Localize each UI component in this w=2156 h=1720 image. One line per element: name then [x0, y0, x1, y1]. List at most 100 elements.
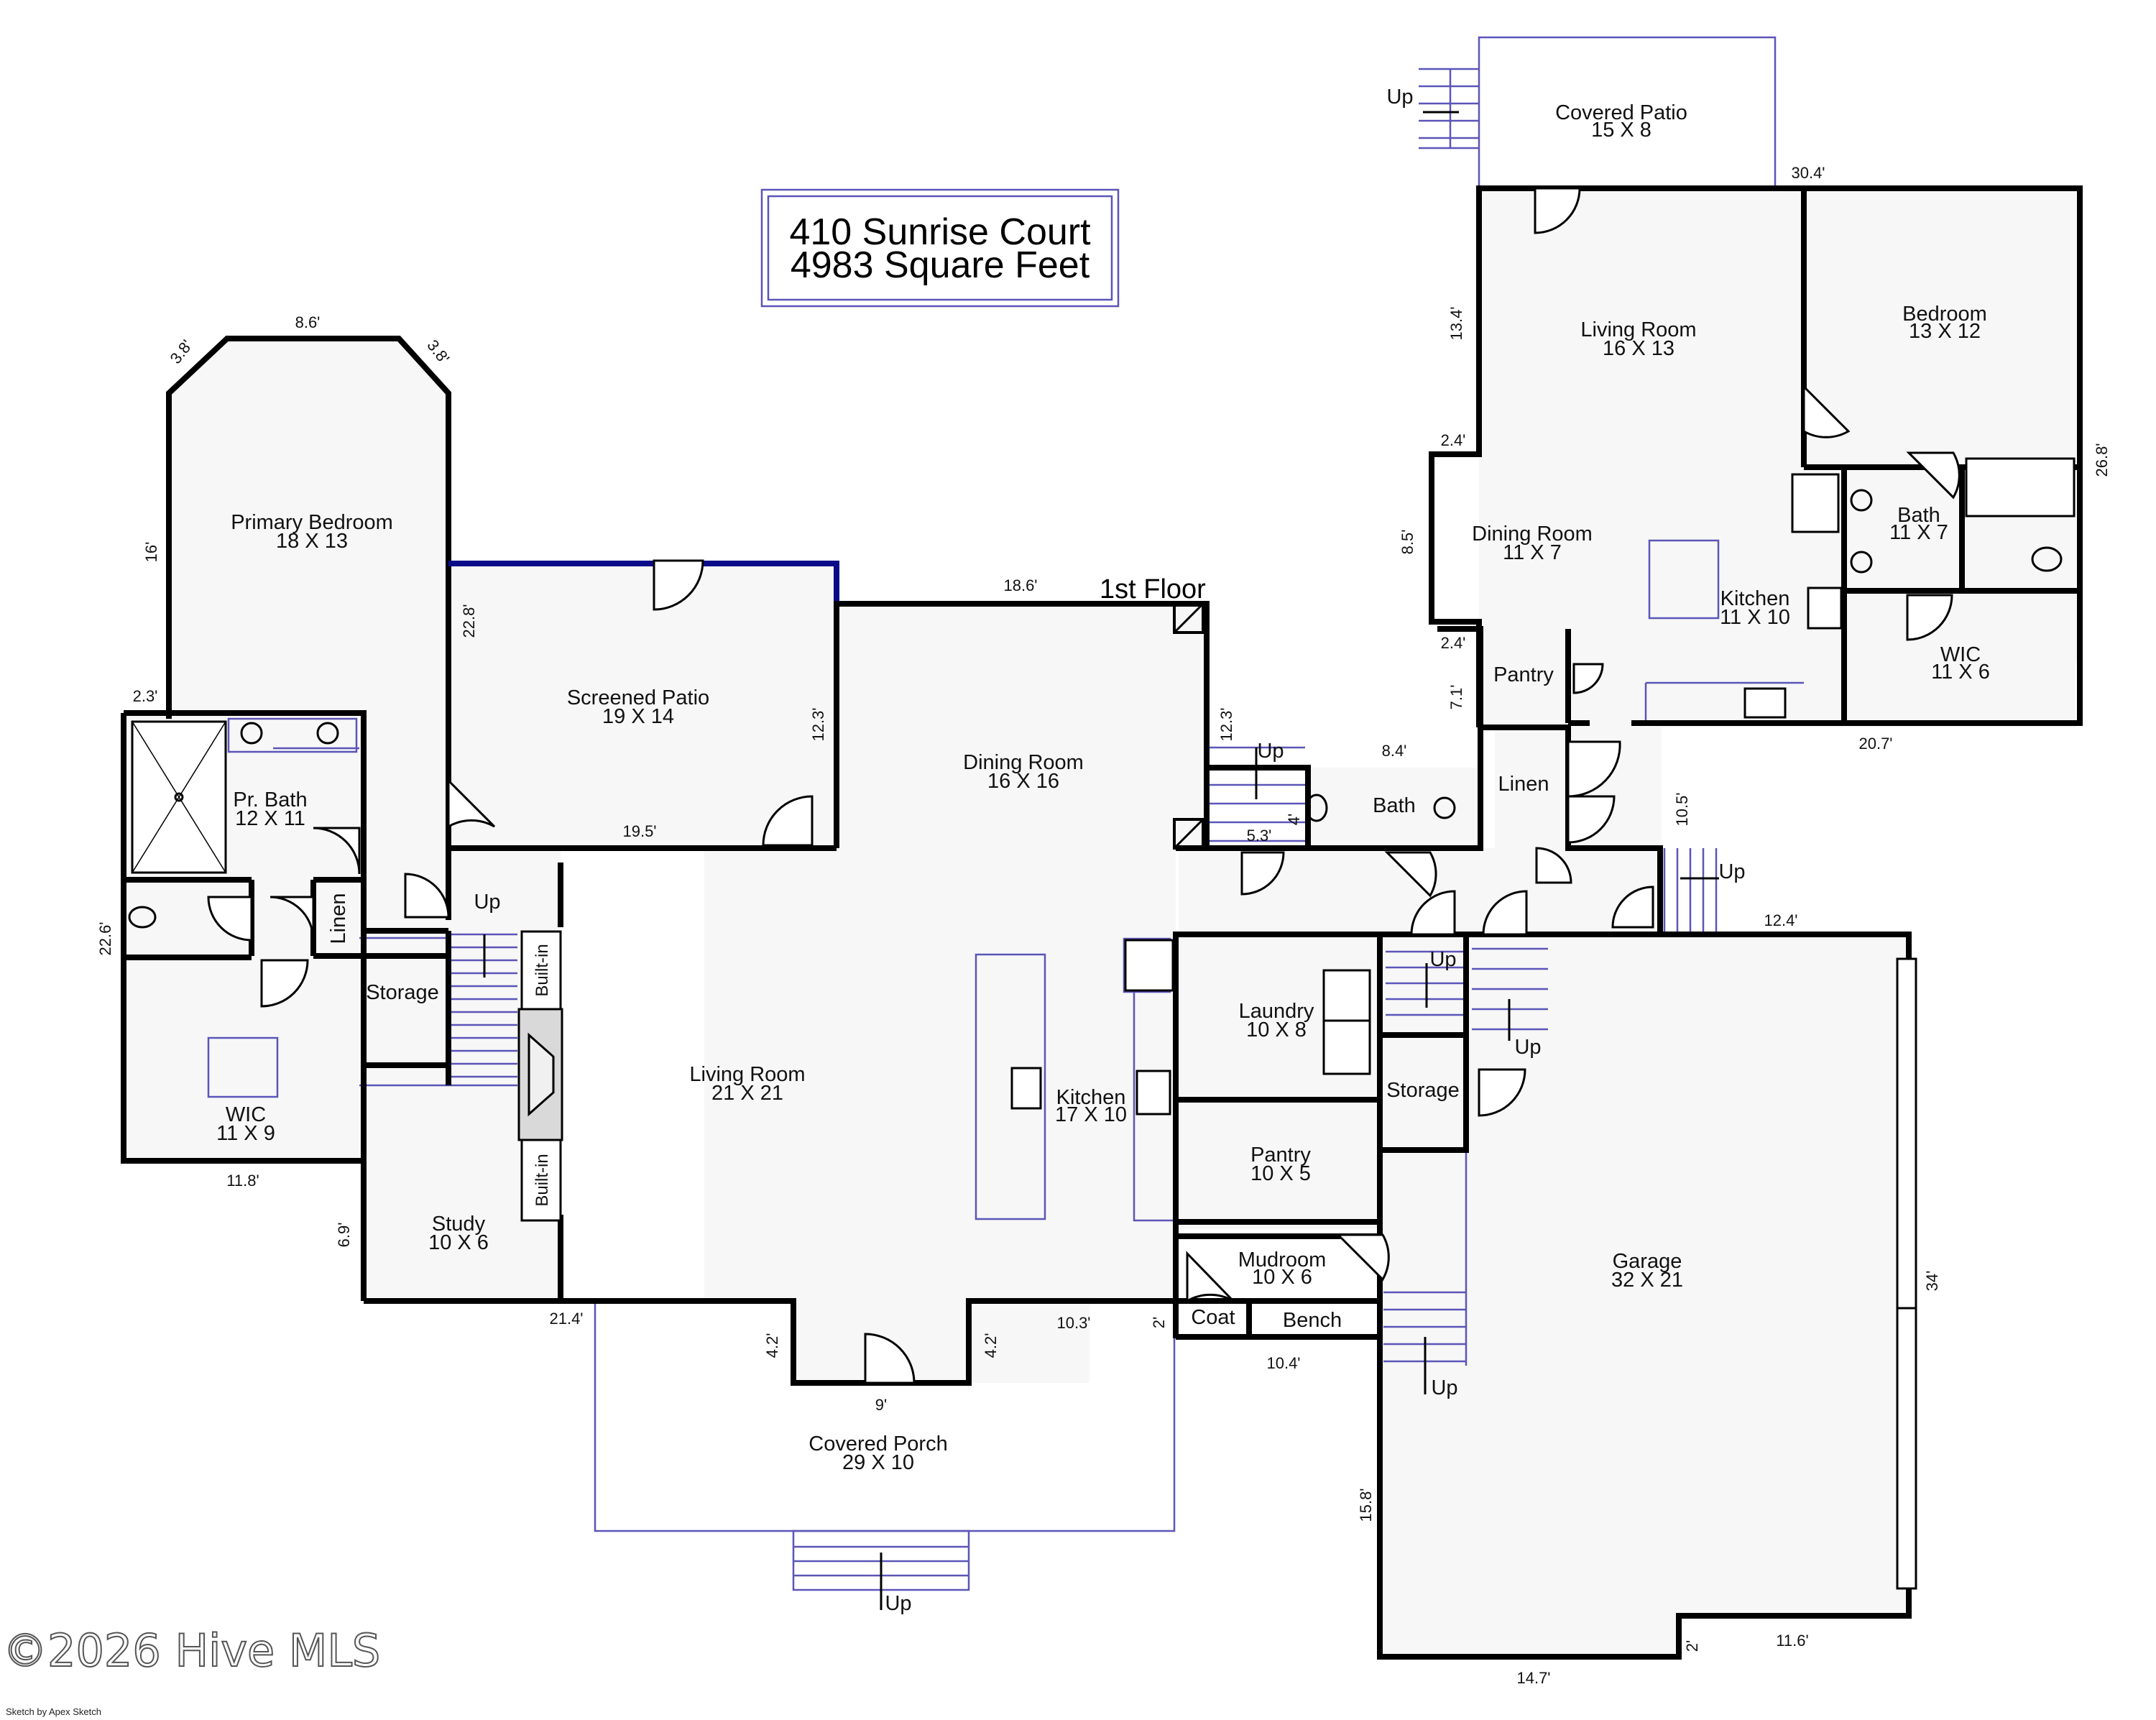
dryer [1322, 1019, 1371, 1075]
room-name-living-room: Living Room [689, 1063, 805, 1086]
up-porch-label: Up [885, 1592, 911, 1615]
up-patio-label: Up [1386, 86, 1413, 109]
dim-6-9: 6.9' [335, 1223, 353, 1248]
stair-apt [1663, 848, 1718, 932]
dim-2-3: 2.3' [133, 687, 158, 705]
up-left-label: Up [474, 891, 500, 914]
room-size-kitchen: 17 X 10 [1055, 1103, 1127, 1126]
washer [1322, 969, 1371, 1022]
room-size-primary-bedroom: 18 X 13 [276, 530, 348, 553]
up-apt-label: Up [1718, 860, 1745, 883]
label-bath-half: Bath [1373, 794, 1416, 817]
up-garage-top-label: Up [1514, 1036, 1541, 1059]
label-bench: Bench [1283, 1309, 1342, 1332]
room-size-study: 10 X 6 [428, 1231, 489, 1254]
sink-main [1010, 1067, 1042, 1110]
room-name-mudroom: Mudroom [1238, 1248, 1327, 1271]
room-size-laundry: 10 X 8 [1246, 1018, 1307, 1041]
dim-3-8-a: 3.8' [167, 336, 196, 367]
dim-8-4: 8.4' [1382, 742, 1407, 760]
room-name-covered-patio: Covered Patio [1555, 101, 1687, 124]
dim-5-3: 5.3' [1247, 827, 1272, 845]
room-labels: Primary Bedroom 18 X 13 Screened Patio 1… [216, 101, 1990, 1474]
walls [121, 185, 2083, 1660]
room-name-kitchen-apt: Kitchen [1720, 587, 1790, 610]
watermark-text: ©2026 Hive MLS [3, 1624, 380, 1677]
dim-9: 9' [875, 1396, 887, 1414]
room-size-garage: 32 X 21 [1611, 1269, 1683, 1292]
dim-11-6: 11.6' [1776, 1632, 1808, 1650]
dim-30-4: 30.4' [1791, 164, 1825, 182]
dim-12-4: 12.4' [1764, 911, 1797, 929]
room-name-screened-patio: Screened Patio [567, 686, 709, 709]
label-coat: Coat [1191, 1306, 1235, 1329]
dim-15-8: 15.8' [1357, 1488, 1375, 1522]
stairs-group [359, 68, 1719, 1610]
dim-20-7: 20.7' [1858, 735, 1892, 753]
room-size-mudroom: 10 X 6 [1252, 1266, 1312, 1289]
sink-apt [1743, 687, 1787, 719]
address-text: 410 Sunrise Court [789, 211, 1091, 253]
room-fills [124, 187, 2077, 1657]
room-name-bedroom-apt: Bedroom [1902, 303, 1987, 326]
label-linen-left: Linen [327, 893, 350, 944]
room-size-living-room-apt: 16 X 13 [1603, 337, 1674, 360]
dim-3-8-b: 3.8' [423, 336, 453, 367]
room-size-wic-primary: 11 X 9 [216, 1122, 275, 1145]
builtin-top [520, 930, 562, 1011]
room-name-study: Study [432, 1213, 486, 1236]
dim-18-6: 18.6' [1003, 576, 1037, 594]
room-size-wic-apt: 11 X 6 [1931, 661, 1990, 684]
dim-22-6: 22.6' [96, 921, 114, 955]
stair-labels: Up Up Up Up Up Up Up Up [474, 86, 1745, 1615]
room-size-living-room: 21 X 21 [711, 1082, 783, 1105]
room-size-dining-room-apt: 11 X 7 [1503, 541, 1562, 564]
room-name-pr-bath: Pr. Bath [233, 788, 307, 811]
doors [207, 187, 1961, 1384]
dim-34: 34' [1923, 1271, 1941, 1292]
dim-4-a: 4' [1285, 814, 1303, 825]
up-laundry-label: Up [1429, 948, 1456, 971]
dim-14-7: 14.7' [1516, 1669, 1550, 1687]
room-size-bath-apt: 11 X 7 [1889, 521, 1948, 544]
dim-8-6: 8.6' [295, 313, 321, 331]
range-main [1135, 1070, 1171, 1116]
room-name-bath-apt: Bath [1897, 504, 1940, 527]
room-name-dining-room: Dining Room [963, 751, 1084, 774]
label-linen-right: Linen [1498, 773, 1549, 796]
room-size-pr-bath: 12 X 11 [235, 807, 305, 830]
room-size-screened-patio: 19 X 14 [602, 705, 674, 728]
dim-2-a: 2' [1150, 1317, 1168, 1328]
room-size-covered-patio: 15 X 8 [1591, 119, 1651, 142]
label-builtin-bottom: Built-in [533, 1154, 552, 1206]
label-pantry-apt: Pantry [1493, 663, 1554, 686]
dim-10-5: 10.5' [1673, 792, 1691, 826]
up-garage-bottom-label: Up [1431, 1376, 1457, 1399]
dim-12-3-b: 12.3' [1217, 707, 1235, 741]
dim-7-1: 7.1' [1447, 685, 1465, 710]
room-name-garage: Garage [1613, 1250, 1682, 1273]
room-size-kitchen-apt: 11 X 10 [1720, 606, 1790, 629]
dimension-labels: 8.6' 3.8' 3.8' 16' 22.8' 2.3' 22.6' 11.8… [96, 164, 2111, 1687]
room-name-wic-apt: WIC [1940, 643, 1981, 666]
dim-2-4-b: 2.4' [1441, 634, 1466, 652]
room-name-pantry: Pantry [1250, 1144, 1311, 1167]
room-size-pantry: 10 X 5 [1250, 1162, 1311, 1185]
dim-8-5: 8.5' [1399, 530, 1416, 555]
dim-4-2-b: 4.2' [982, 1333, 1000, 1358]
dim-2-b: 2' [1683, 1640, 1701, 1652]
room-size-bedroom-apt: 13 X 12 [1909, 320, 1981, 343]
shower-apt [1965, 457, 2076, 518]
dim-11-8: 11.8' [226, 1172, 259, 1190]
credit-text: Sketch by Apex Sketch [6, 1706, 101, 1717]
corner-glyphs [128, 457, 2076, 1590]
room-size-dining-room: 16 X 16 [987, 770, 1059, 793]
floor-label: 1st Floor [1100, 574, 1206, 604]
room-size-covered-porch: 29 X 10 [842, 1451, 914, 1474]
dim-12-3-a: 12.3' [809, 707, 827, 741]
room-name-covered-porch: Covered Porch [808, 1432, 947, 1455]
range-apt [1807, 587, 1843, 630]
room-name-wic-primary: WIC [226, 1103, 266, 1126]
label-storage-garage: Storage [1386, 1079, 1460, 1102]
dim-16: 16' [142, 542, 160, 563]
